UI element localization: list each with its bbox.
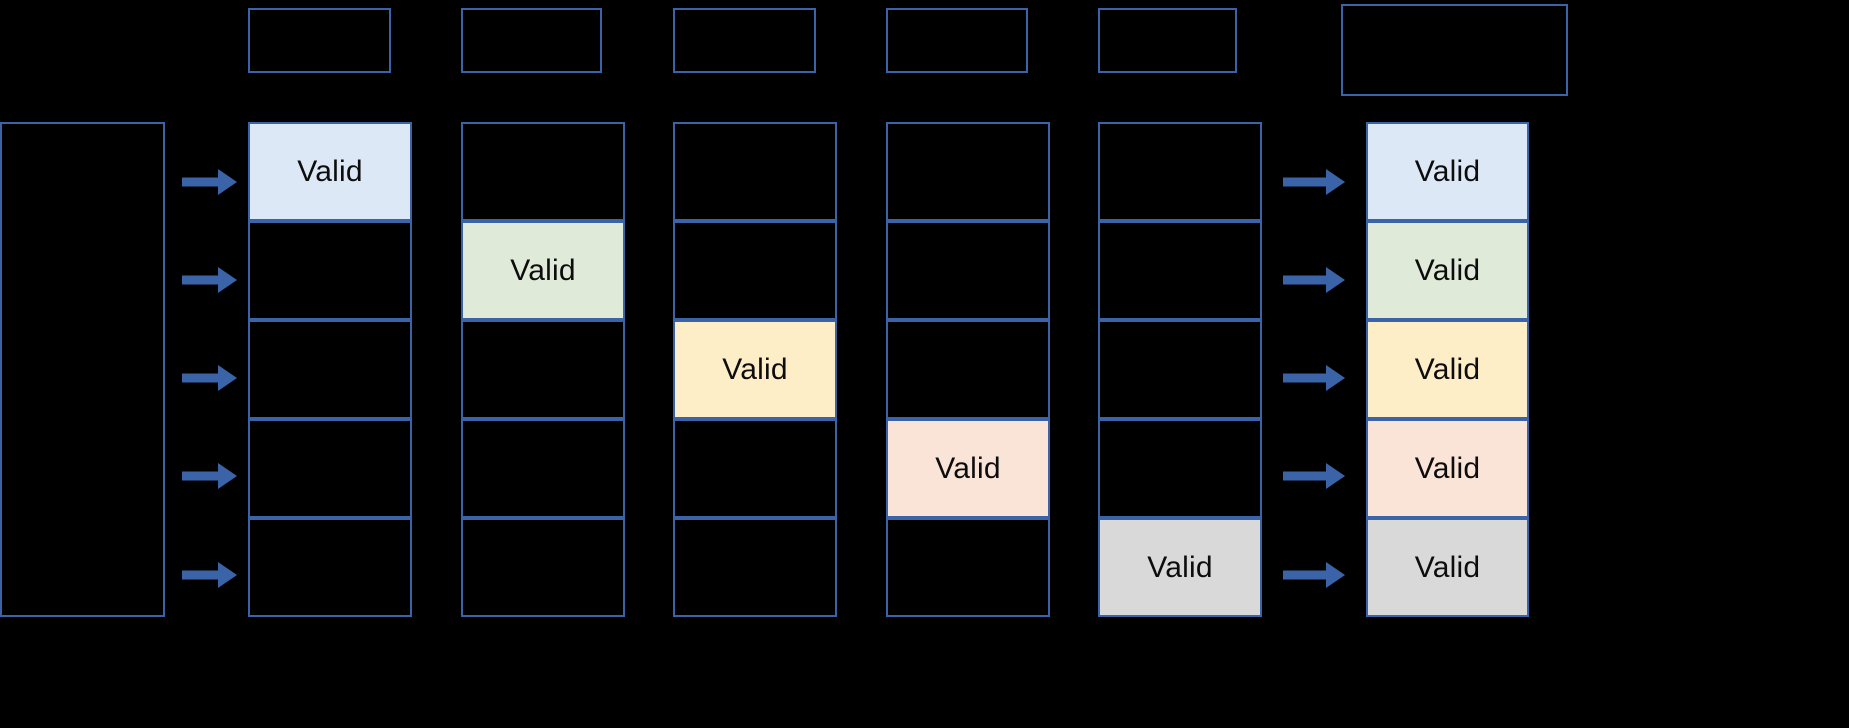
- arrow-shaft: [182, 275, 221, 285]
- right-arrow-1-icon: [1283, 169, 1345, 195]
- left-arrow-2-icon: [182, 267, 237, 293]
- arrow-head: [1326, 169, 1345, 195]
- header-box-6[interactable]: [1341, 4, 1568, 96]
- column-5-cell-row-1[interactable]: [1098, 122, 1262, 221]
- result-column-cell-row-4[interactable]: Valid: [1366, 419, 1529, 518]
- column-4-cell-row-1[interactable]: [886, 122, 1050, 221]
- column-5-cell-row-4[interactable]: [1098, 419, 1262, 518]
- arrow-shaft: [1283, 570, 1329, 580]
- result-column-cell-row-2[interactable]: Valid: [1366, 221, 1529, 320]
- cell-label: Valid: [510, 253, 576, 287]
- column-3-cell-row-5[interactable]: [673, 518, 837, 617]
- column-2-cell-row-3[interactable]: [461, 320, 625, 419]
- column-1-cell-row-1[interactable]: Valid: [248, 122, 412, 221]
- cell-label: Valid: [1414, 451, 1481, 485]
- arrow-shaft: [182, 177, 221, 187]
- column-4-cell-row-5[interactable]: [886, 518, 1050, 617]
- column-5-cell-row-2[interactable]: [1098, 221, 1262, 320]
- header-box-1[interactable]: [248, 8, 391, 73]
- cell-label: Valid: [1414, 154, 1481, 188]
- column-2-cell-row-2[interactable]: Valid: [461, 221, 625, 320]
- column-3-cell-row-2[interactable]: [673, 221, 837, 320]
- arrow-head: [218, 169, 237, 195]
- source-panel[interactable]: [0, 122, 165, 617]
- arrow-shaft: [1283, 373, 1329, 383]
- arrow-head: [218, 365, 237, 391]
- left-arrow-4-icon: [182, 463, 237, 489]
- right-arrow-5-icon: [1283, 562, 1345, 588]
- arrow-head: [1326, 267, 1345, 293]
- right-arrow-3-icon: [1283, 365, 1345, 391]
- result-column-cell-row-3[interactable]: Valid: [1366, 320, 1529, 419]
- arrow-shaft: [182, 570, 221, 580]
- arrow-head: [218, 562, 237, 588]
- column-3-cell-row-1[interactable]: [673, 122, 837, 221]
- left-arrow-1-icon: [182, 169, 237, 195]
- cell-label: Valid: [935, 451, 1001, 485]
- column-5-cell-row-3[interactable]: [1098, 320, 1262, 419]
- arrow-shaft: [182, 471, 221, 481]
- column-3-cell-row-4[interactable]: [673, 419, 837, 518]
- cell-label: Valid: [1147, 550, 1213, 584]
- arrow-shaft: [1283, 275, 1329, 285]
- arrow-head: [1326, 562, 1345, 588]
- left-arrow-5-icon: [182, 562, 237, 588]
- column-3-cell-row-3[interactable]: Valid: [673, 320, 837, 419]
- column-2-cell-row-5[interactable]: [461, 518, 625, 617]
- cell-label: Valid: [1414, 253, 1481, 287]
- cell-label: Valid: [1414, 352, 1481, 386]
- cell-label: Valid: [722, 352, 788, 386]
- cell-label: Valid: [297, 154, 363, 188]
- arrow-shaft: [1283, 177, 1329, 187]
- column-2-cell-row-4[interactable]: [461, 419, 625, 518]
- column-2-cell-row-1[interactable]: [461, 122, 625, 221]
- result-column-cell-row-1[interactable]: Valid: [1366, 122, 1529, 221]
- column-4-cell-row-4[interactable]: Valid: [886, 419, 1050, 518]
- column-1-cell-row-5[interactable]: [248, 518, 412, 617]
- right-arrow-2-icon: [1283, 267, 1345, 293]
- header-box-2[interactable]: [461, 8, 602, 73]
- column-4-cell-row-2[interactable]: [886, 221, 1050, 320]
- arrow-head: [218, 267, 237, 293]
- left-arrow-3-icon: [182, 365, 237, 391]
- arrow-shaft: [1283, 471, 1329, 481]
- column-1-cell-row-4[interactable]: [248, 419, 412, 518]
- column-5-cell-row-5[interactable]: Valid: [1098, 518, 1262, 617]
- arrow-head: [1326, 463, 1345, 489]
- arrow-shaft: [182, 373, 221, 383]
- column-4-cell-row-3[interactable]: [886, 320, 1050, 419]
- arrow-head: [218, 463, 237, 489]
- arrow-head: [1326, 365, 1345, 391]
- cell-label: Valid: [1414, 550, 1481, 584]
- column-1-cell-row-2[interactable]: [248, 221, 412, 320]
- result-column-cell-row-5[interactable]: Valid: [1366, 518, 1529, 617]
- right-arrow-4-icon: [1283, 463, 1345, 489]
- column-1-cell-row-3[interactable]: [248, 320, 412, 419]
- header-box-3[interactable]: [673, 8, 816, 73]
- header-box-5[interactable]: [1098, 8, 1237, 73]
- header-box-4[interactable]: [886, 8, 1028, 73]
